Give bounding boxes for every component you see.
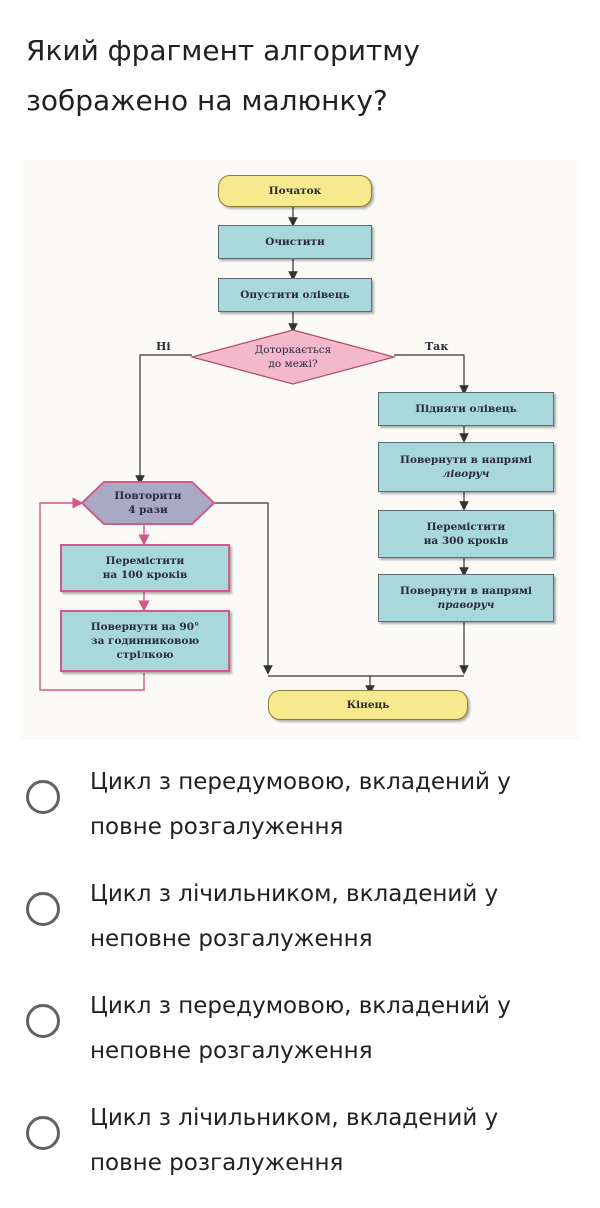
arrow-yes-branch (394, 354, 469, 395)
answer-option-label[interactable]: Цикл з лічильником, вкладений у повне ро… (90, 1105, 499, 1176)
yes-step-3-line2: на 300 кроків (423, 535, 509, 547)
loop-line2: 4 рази (128, 504, 168, 516)
yes-step-2-line1: Повернути в напрямі (400, 454, 532, 466)
yes-step-1: Підняти олівець (378, 392, 554, 426)
yes-label: Так (425, 340, 449, 353)
yes-step-3-line1: Перемістити (426, 521, 506, 533)
answer-option-label[interactable]: Цикл з передумовою, вкладений у неповне … (90, 993, 511, 1064)
arrow-loop-exit (214, 502, 273, 675)
yes-step-4-line2: праворуч (437, 599, 495, 611)
loop-step-move-line2: на 100 кроків (102, 569, 188, 581)
loop-step-move: Перемістити на 100 кроків (60, 544, 230, 592)
arrow-no-branch (135, 354, 192, 485)
loop-step-turn: Повернути на 90° за годинниковою стрілко… (60, 610, 230, 672)
yes-step-4: Повернути в напрямі праворуч (378, 574, 554, 622)
decision-line2: до межі? (268, 358, 318, 370)
flowchart-figure: Початок Очистити Опустити олівець Доторк… (20, 160, 580, 740)
step-pen-down: Опустити олівець (218, 278, 372, 312)
start-terminal: Початок (218, 175, 372, 207)
radio-button[interactable] (26, 892, 60, 926)
answer-option-label[interactable]: Цикл з лічильником, вкладений у неповне … (90, 881, 499, 952)
decision-line1: Доторкається (254, 344, 332, 356)
yes-step-4-line1: Повернути в напрямі (400, 585, 532, 597)
loop-line1: Повторити (114, 490, 182, 502)
yes-step-2: Повернути в напрямі ліворуч (378, 442, 554, 492)
loop-step-turn-line1: Повернути на 90° (90, 621, 200, 633)
yes-step-3: Перемістити на 300 кроків (378, 510, 554, 558)
loop-step-move-line1: Перемістити (105, 555, 185, 567)
question-text: Який фрагмент алгоритму зображено на мал… (26, 34, 420, 117)
flowchart-connectors (39, 206, 469, 695)
yes-step-2-line2: ліворуч (442, 468, 490, 480)
decision-diamond (189, 329, 397, 385)
no-label: Ні (156, 340, 171, 353)
end-terminal: Кінець (268, 690, 468, 720)
radio-button[interactable] (26, 1116, 60, 1150)
loop-text: Повторити 4 рази (104, 484, 192, 522)
arrow-loop-back (39, 497, 145, 691)
decision-text: Доторкається до межі? (232, 340, 354, 374)
loop-step-turn-line3: стрілкою (116, 649, 174, 661)
step-clear: Очистити (218, 225, 372, 259)
loop-hexagon (80, 481, 216, 525)
answer-option-label[interactable]: Цикл з передумовою, вкладений у повне ро… (90, 769, 511, 840)
radio-button[interactable] (26, 780, 60, 814)
loop-step-turn-line2: за годинниковою (90, 635, 200, 647)
radio-button[interactable] (26, 1004, 60, 1038)
